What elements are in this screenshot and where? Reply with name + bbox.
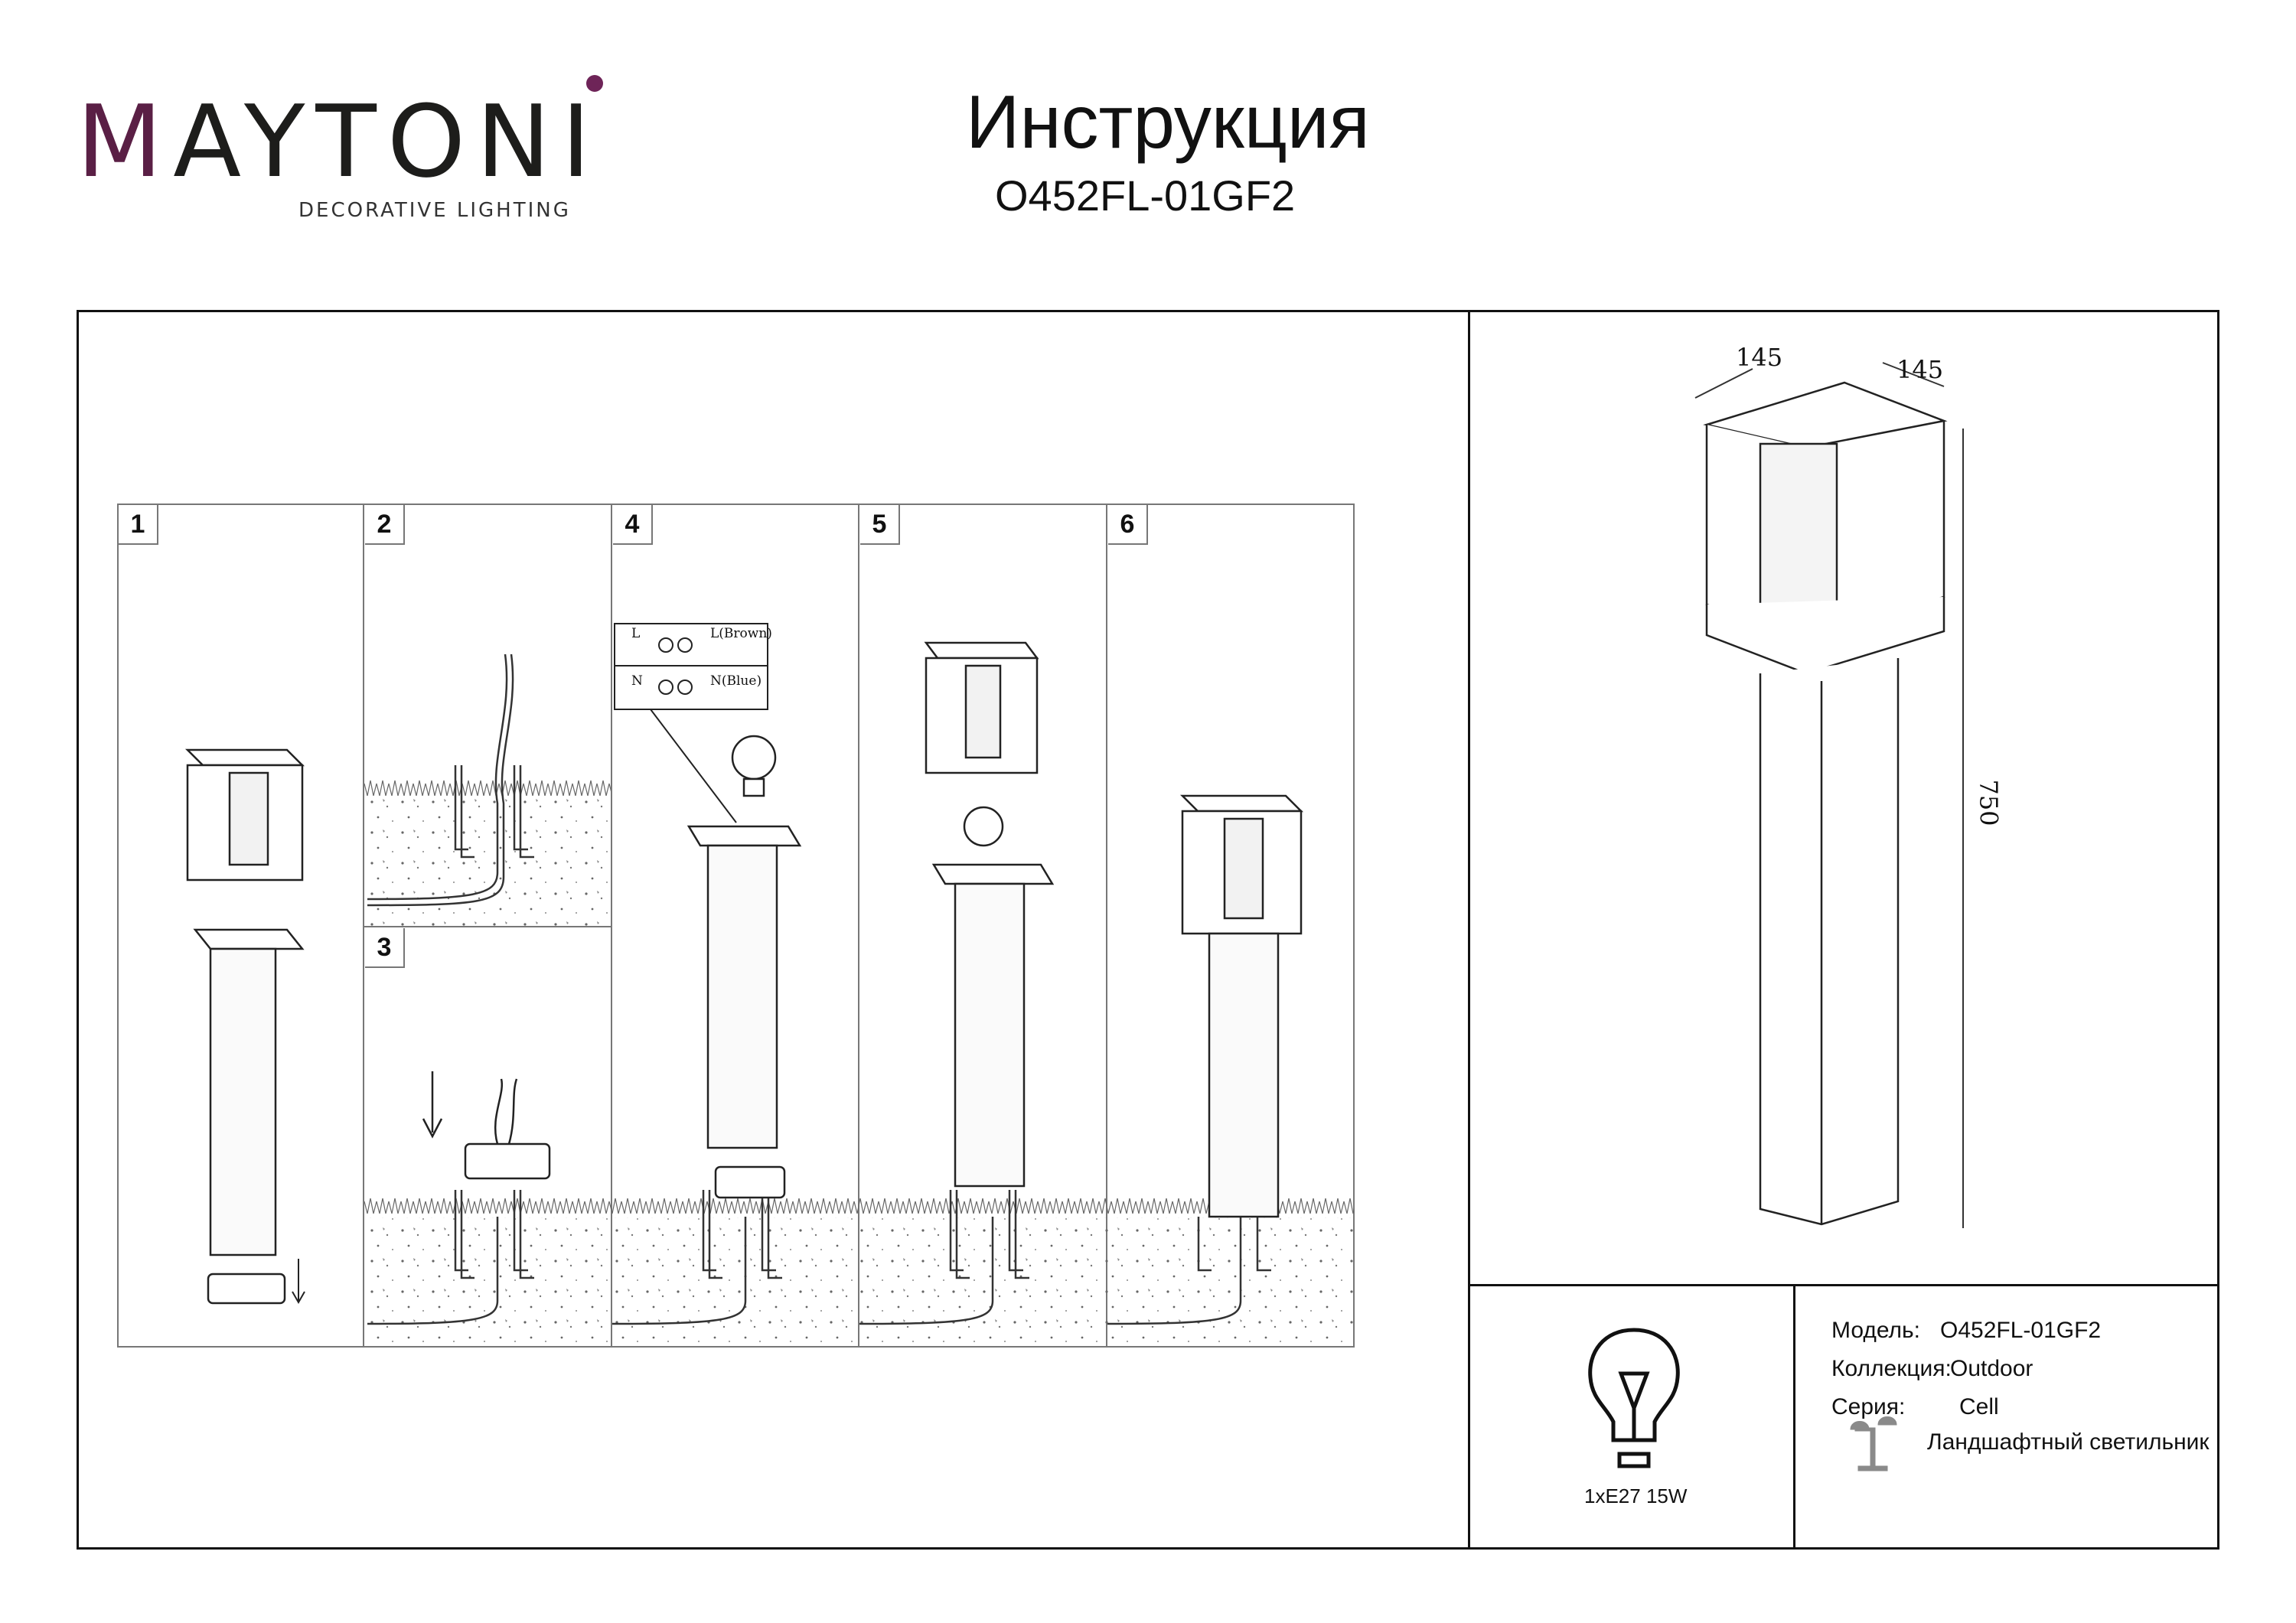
wiring-l-label: L [631, 626, 641, 641]
garden-lamp-icon [1850, 1416, 1897, 1471]
dimension-width: 145 [1736, 343, 1783, 372]
step-badge-5: 5 [860, 505, 900, 545]
dimension-drawing [1694, 362, 1964, 1228]
step-badge-6: 6 [1108, 505, 1148, 545]
step-badge-4: 4 [613, 505, 653, 545]
step-badge-3: 3 [365, 928, 405, 968]
collection-label: Коллекция: [1831, 1356, 1952, 1381]
bulb-spec: 1xE27 15W [1584, 1484, 1688, 1507]
bulb-icon [1588, 1328, 1680, 1468]
dimension-depth: 145 [1896, 355, 1944, 384]
collection-value: Outdoor [1950, 1356, 2033, 1381]
series-label: Серия: [1831, 1394, 1906, 1419]
wiring-l-wire: L(Brown) [710, 626, 772, 641]
logo-dot [585, 75, 603, 92]
frame-divider-vertical [1468, 310, 1470, 1550]
info-divider [1793, 1284, 1795, 1550]
series-value: Cell [1959, 1394, 1999, 1419]
model-code: O452FL-01GF2 [995, 171, 1296, 220]
wiring-n-label: N [631, 673, 643, 689]
wiring-n-wire: N(Blue) [710, 673, 762, 689]
lamp-type: Ландшафтный светильник [1927, 1429, 2210, 1455]
brand-tagline: DECORATIVE LIGHTING [298, 199, 571, 222]
frame-divider-horizontal [1468, 1284, 2219, 1286]
step-badge-2: 2 [365, 505, 405, 545]
step-badge-1: 1 [119, 505, 158, 545]
brand-rest: AYTONI [173, 83, 602, 200]
model-label: Модель: [1831, 1318, 1921, 1343]
main-frame [77, 310, 2219, 1550]
brand-initial: M [77, 83, 174, 200]
dimension-height: 750 [1974, 779, 2004, 826]
model-value: O452FL-01GF2 [1940, 1318, 2102, 1343]
page-title: Инструкция [966, 80, 1370, 164]
